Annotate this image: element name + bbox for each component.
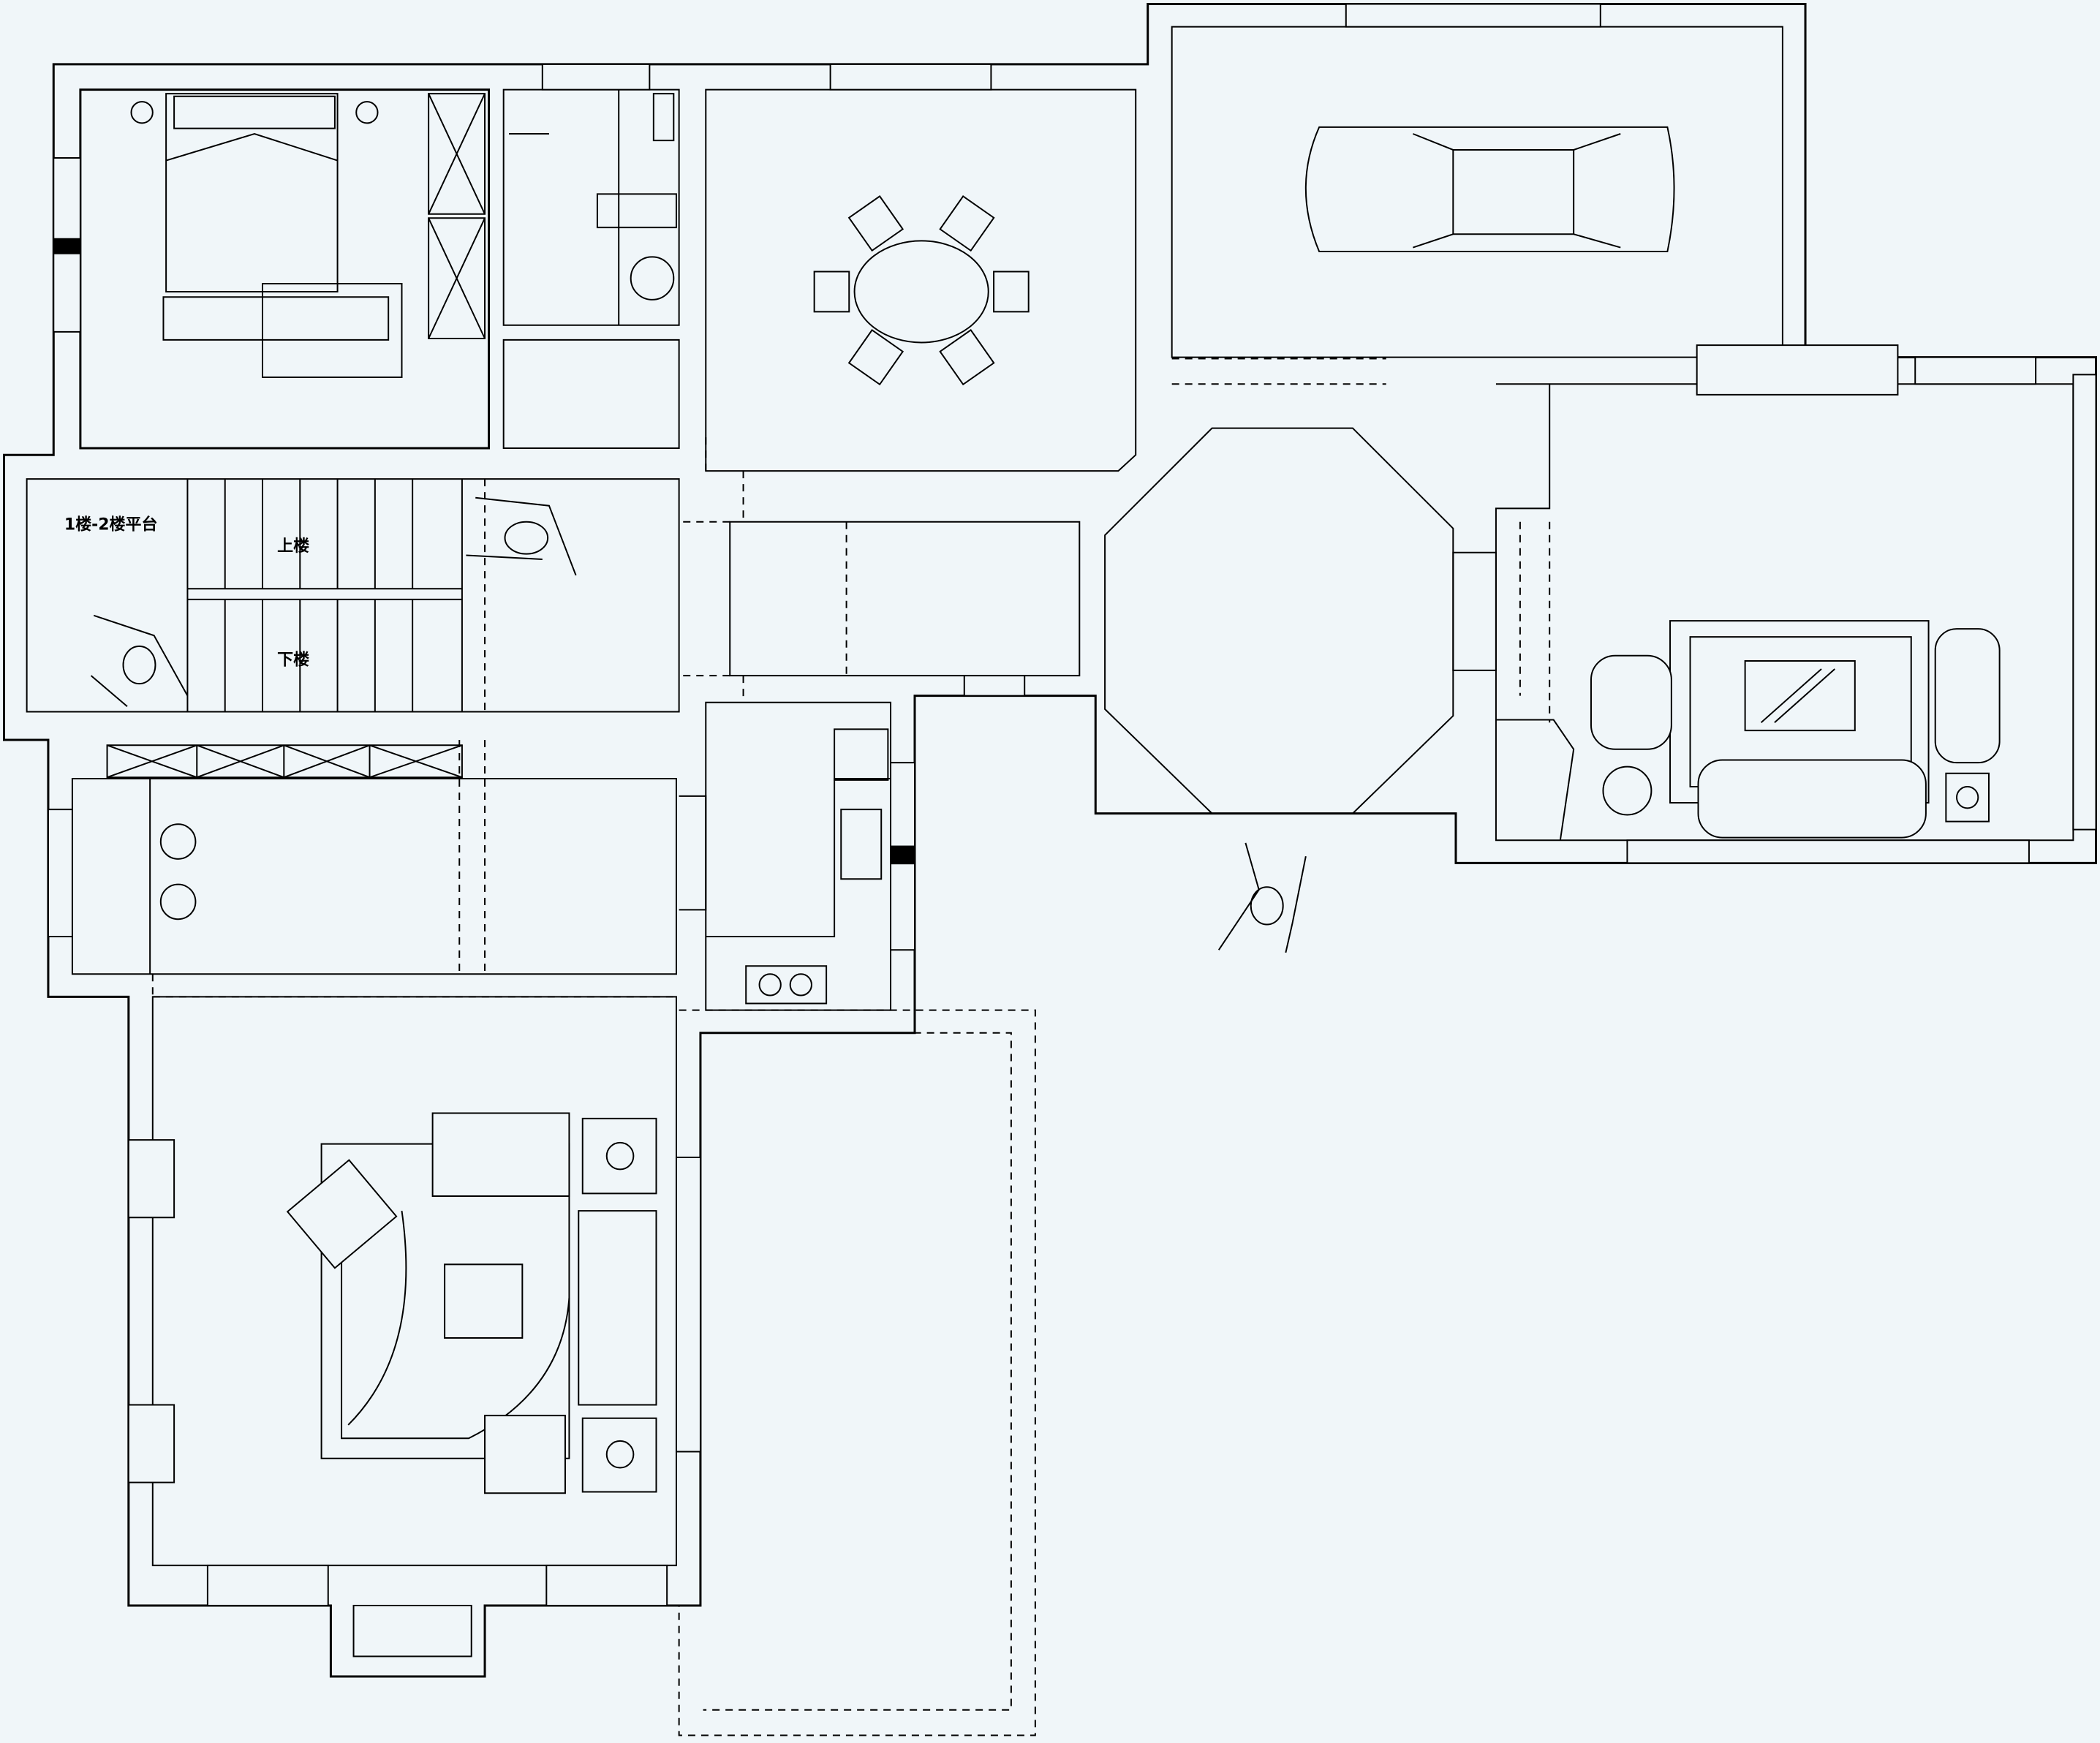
main-living-set: [287, 1114, 656, 1494]
storage-cabinets: [107, 745, 462, 974]
bathroom-fixtures: [509, 90, 676, 325]
dashed-boundaries: [153, 358, 1549, 1735]
windows: [48, 4, 2096, 1606]
person-figures: [91, 498, 1306, 953]
staircase: [187, 479, 461, 711]
kitchen-counters: [679, 729, 891, 1003]
car: [1306, 127, 1674, 252]
double-bed: [132, 94, 402, 377]
right-living-set: [1496, 621, 2000, 840]
hall-opening-right: [1453, 553, 1496, 670]
landing-label: 1楼-2楼平台: [64, 515, 158, 534]
stairs-down-label: 下楼: [277, 651, 309, 670]
stairs-up-label: 上楼: [277, 537, 309, 556]
wardrobe: [428, 94, 485, 339]
dining-table: [815, 196, 1029, 384]
octagon-hall: [1105, 428, 1453, 814]
